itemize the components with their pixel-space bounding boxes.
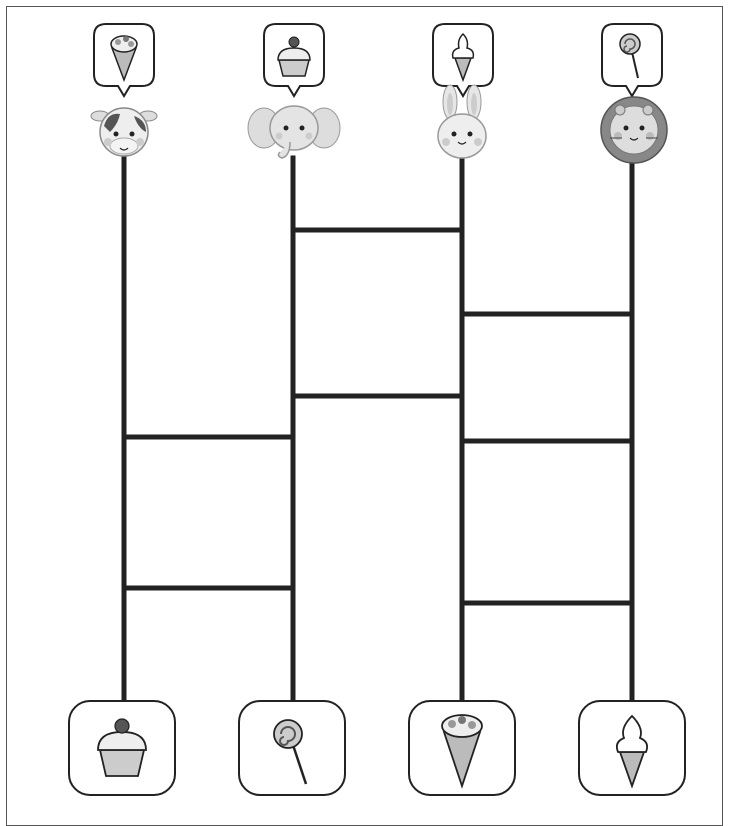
ladder-puzzle	[0, 0, 729, 805]
soft-serve-icon	[580, 702, 684, 794]
lion-face-icon	[586, 92, 682, 164]
answer-box-4[interactable]	[578, 700, 686, 796]
lollipop-icon	[240, 702, 344, 794]
elephant-face-icon	[246, 98, 342, 162]
answer-box-3[interactable]	[408, 700, 516, 796]
rabbit-face-icon	[428, 84, 496, 162]
speech-bubble-lion	[600, 22, 664, 100]
cupcake-icon	[70, 702, 174, 794]
answer-box-1[interactable]	[68, 700, 176, 796]
cow-face-icon	[90, 98, 158, 162]
speech-bubble-cow	[92, 22, 156, 100]
crepe-icon	[410, 702, 514, 794]
answer-box-2[interactable]	[238, 700, 346, 796]
speech-bubble-elephant	[262, 22, 326, 100]
